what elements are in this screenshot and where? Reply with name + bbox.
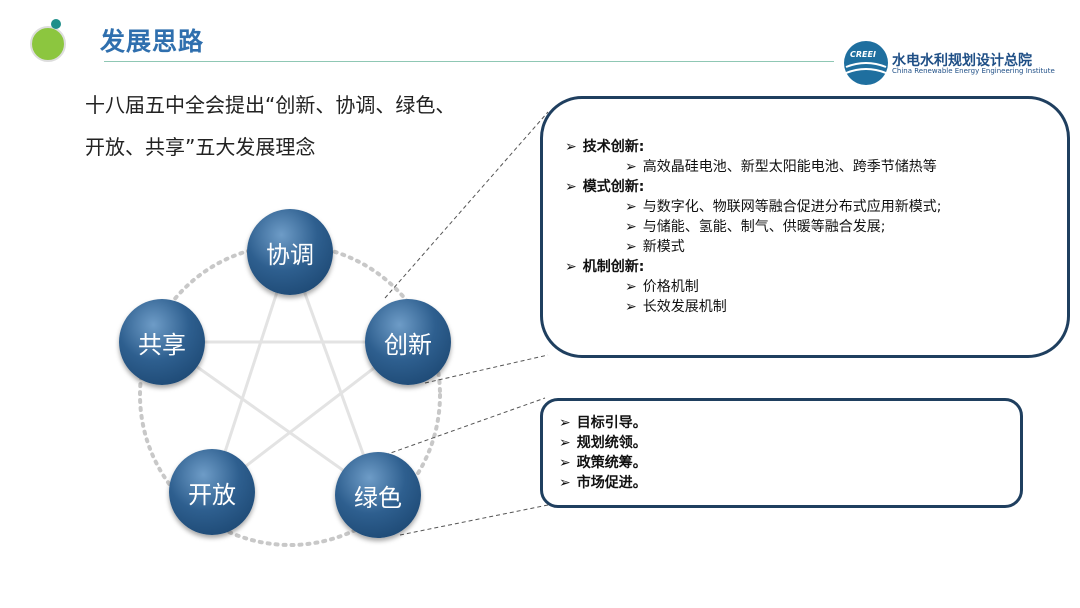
list-item: ➢ 与数字化、物联网等融合促进分布式应用新模式;	[565, 197, 1067, 217]
arrow-bullet-icon: ➢	[625, 239, 637, 255]
group-label: 模式创新:	[582, 179, 645, 195]
group-title: ➢ 机制创新:	[565, 257, 1067, 277]
callout-lines	[384, 111, 549, 536]
node-gongxiang: 共享	[119, 299, 205, 385]
arrow-bullet-icon: ➢	[625, 299, 637, 315]
logo-dot-big	[30, 26, 66, 62]
arrow-bullet-icon: ➢	[559, 415, 571, 431]
arrow-bullet-icon: ➢	[565, 139, 577, 155]
list-item: ➢ 目标引导。	[559, 413, 1020, 433]
node-chuangxin: 创新	[365, 299, 451, 385]
page-title: 发展思路	[100, 27, 205, 56]
item-label: 政策统筹。	[576, 455, 647, 471]
arrow-bullet-icon: ➢	[625, 199, 637, 215]
item-label: 长效发展机制	[642, 299, 727, 315]
green-callout: ➢ 目标引导。 ➢ 规划统领。 ➢ 政策统筹。 ➢ 市场促进。	[540, 398, 1023, 508]
item-label: 新模式	[642, 239, 685, 255]
arrow-bullet-icon: ➢	[559, 435, 571, 451]
arrow-bullet-icon: ➢	[559, 455, 571, 471]
item-label: 目标引导。	[576, 415, 647, 431]
item-label: 与储能、氢能、制气、供暖等融合发展;	[642, 219, 886, 235]
intro-text: 十八届五中全会提出“创新、协调、绿色、开放、共享”五大发展理念	[85, 93, 456, 159]
arrow-bullet-icon: ➢	[565, 259, 577, 275]
logo-dot-small	[51, 19, 61, 29]
list-item: ➢ 规划统领。	[559, 433, 1020, 453]
arrow-bullet-icon: ➢	[559, 475, 571, 491]
list-item: ➢ 价格机制	[565, 277, 1067, 297]
group-title: ➢ 技术创新:	[565, 137, 1067, 157]
title-divider	[104, 61, 834, 62]
item-label: 市场促进。	[576, 475, 647, 491]
item-label: 价格机制	[642, 279, 699, 295]
list-item: ➢ 新模式	[565, 237, 1067, 257]
logo-subtitle: China Renewable Energy Engineering Insti…	[892, 67, 1055, 75]
list-item: ➢ 高效晶硅电池、新型太阳能电池、跨季节储热等	[565, 157, 1067, 177]
list-item: ➢ 与储能、氢能、制气、供暖等融合发展;	[565, 217, 1067, 237]
arrow-bullet-icon: ➢	[625, 219, 637, 235]
node-kaifang: 开放	[169, 449, 255, 535]
node-lvse: 绿色	[335, 452, 421, 538]
arrow-bullet-icon: ➢	[565, 179, 577, 195]
item-label: 高效晶硅电池、新型太阳能电池、跨季节储热等	[642, 159, 937, 175]
innovation-callout: ➢ 技术创新: ➢ 高效晶硅电池、新型太阳能电池、跨季节储热等 ➢ 模式创新: ➢ 与数字化、…	[540, 96, 1070, 358]
group-label: 机制创新:	[582, 259, 645, 275]
list-item: ➢ 长效发展机制	[565, 297, 1067, 317]
arrow-bullet-icon: ➢	[625, 279, 637, 295]
item-label: 规划统领。	[576, 435, 647, 451]
item-label: 与数字化、物联网等融合促进分布式应用新模式;	[642, 199, 942, 215]
list-item: ➢ 政策统筹。	[559, 453, 1020, 473]
arrow-bullet-icon: ➢	[625, 159, 637, 175]
group-label: 技术创新:	[582, 139, 645, 155]
group-title: ➢ 模式创新:	[565, 177, 1067, 197]
logo-name: 水电水利规划设计总院	[892, 53, 1032, 69]
svg-text:CREEI: CREEI	[850, 50, 876, 59]
node-xietiao: 协调	[247, 209, 333, 295]
list-item: ➢ 市场促进。	[559, 473, 1020, 493]
